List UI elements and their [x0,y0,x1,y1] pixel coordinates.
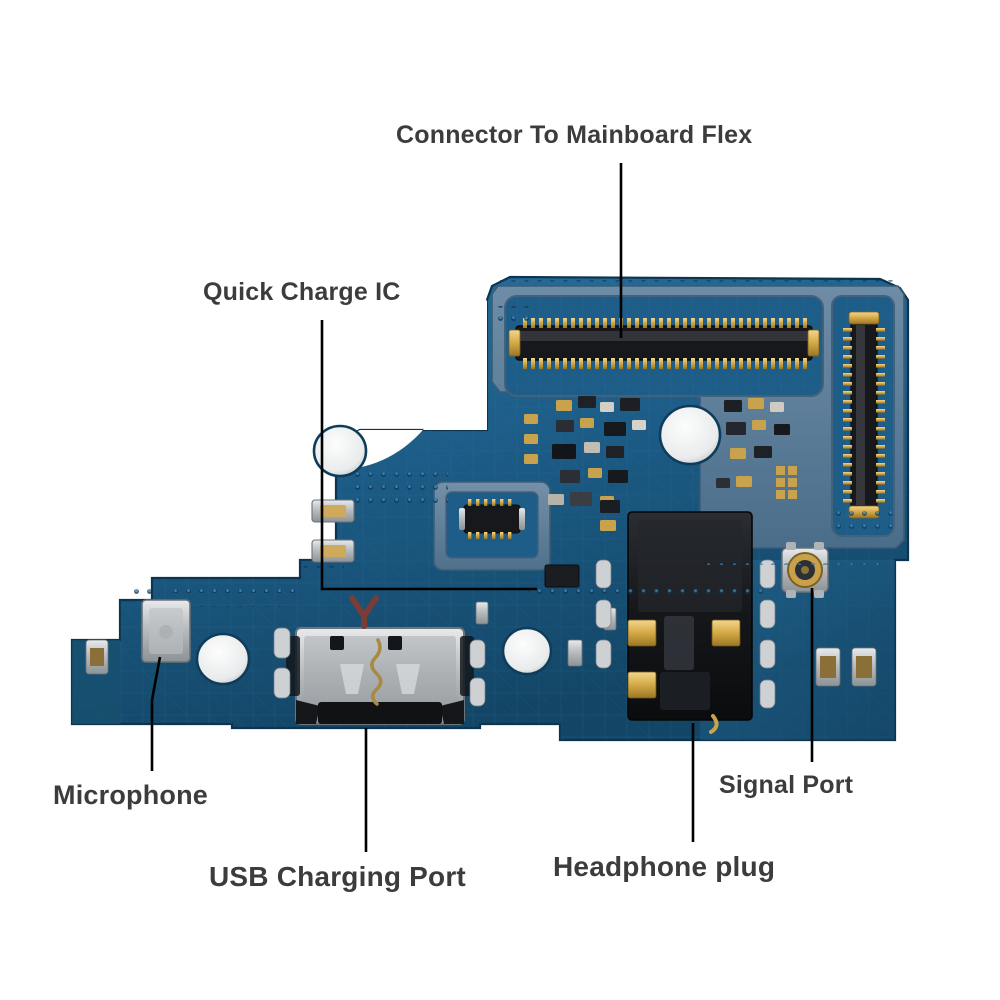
usb-charging-port[interactable] [286,595,474,725]
leader-quick-charge-ic [320,320,537,591]
mainboard-flex-connector[interactable] [508,318,820,369]
smd-components [85,396,877,709]
jack-contact-1 [627,619,657,647]
label-microphone: Microphone [53,780,208,810]
label-signal-port: Signal Port [719,771,854,799]
jack-contact-2 [627,671,657,699]
mounting-hole-top [312,424,368,478]
leader-lines [150,163,814,852]
jack-contact-3 [711,619,741,647]
label-headphone-plug: Headphone plug [553,851,776,882]
mid-shield-connector[interactable] [433,481,551,571]
pcb-notch-cut [336,300,487,470]
label-connector-to-mainboard-flex: Connector To Mainboard Flex [396,121,753,149]
signal-port[interactable] [781,542,829,598]
quick-charge-ic-chip [544,564,580,588]
label-quick-charge-ic: Quick Charge IC [203,278,401,306]
solder-mark [349,595,379,629]
microphone[interactable] [141,599,191,663]
pcb-vias [132,280,896,615]
mounting-hole-right [501,626,553,676]
label-usb-charging-port: USB Charging Port [209,861,466,892]
headphone-jack[interactable] [627,511,753,734]
leader-microphone [150,656,162,771]
mounting-hole-mid [658,404,722,466]
mounting-hole-left [195,632,251,686]
jack-solder-tail [709,714,719,734]
